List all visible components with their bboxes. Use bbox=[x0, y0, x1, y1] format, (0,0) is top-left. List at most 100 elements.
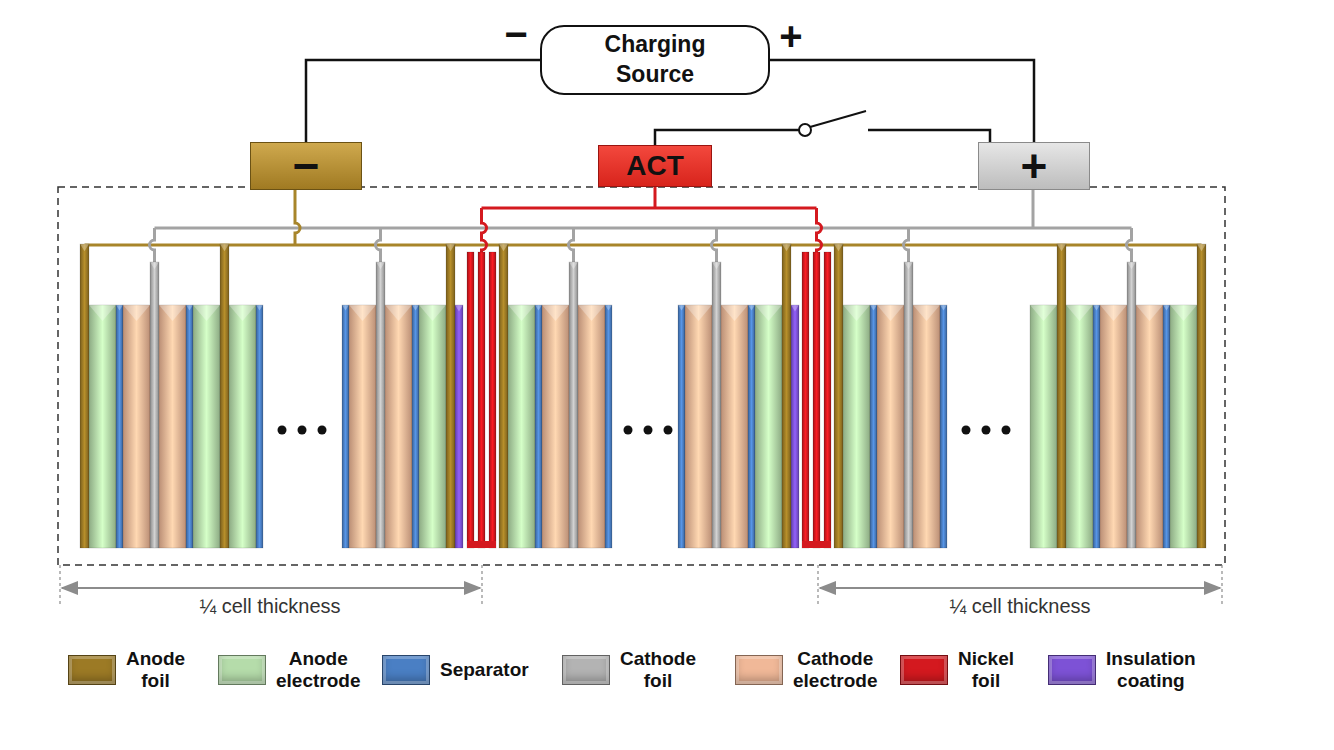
layer-bevel bbox=[535, 305, 542, 311]
cell-layer bbox=[569, 262, 578, 548]
layer-bevel bbox=[1170, 305, 1197, 321]
cell-layer bbox=[1057, 244, 1066, 548]
layer-bevel bbox=[685, 305, 712, 321]
legend-text: Nickel foil bbox=[958, 648, 1014, 692]
layer-bevel bbox=[1197, 244, 1206, 251]
cell-layer bbox=[1066, 305, 1093, 548]
nickel-strip bbox=[802, 252, 809, 548]
cell-layer bbox=[446, 244, 455, 548]
activation-lead bbox=[482, 208, 487, 254]
anode-bus bbox=[85, 244, 1202, 247]
layer-bevel bbox=[578, 305, 605, 321]
layer-bevel bbox=[123, 305, 150, 321]
layer-bevel bbox=[159, 305, 186, 321]
cell-layer bbox=[1030, 305, 1057, 548]
layer-bevel bbox=[229, 305, 256, 321]
node-text: + bbox=[1021, 146, 1048, 186]
cell-layer bbox=[1163, 305, 1170, 548]
layer-bevel bbox=[186, 305, 193, 311]
layer-bevel bbox=[385, 305, 412, 321]
dimension-arrow bbox=[62, 587, 480, 589]
legend-text: Anode electrode bbox=[276, 648, 360, 692]
cell-layer bbox=[834, 244, 843, 548]
dimension-guide bbox=[59, 565, 60, 607]
layer-bevel bbox=[1066, 305, 1093, 321]
dimension-label: ¼ cell thickness bbox=[199, 596, 340, 616]
layer-bevel bbox=[116, 305, 123, 311]
cell-layer bbox=[877, 305, 904, 548]
cell-layer bbox=[193, 305, 220, 548]
cell-layer bbox=[186, 305, 193, 548]
node-text: Charging Source bbox=[605, 30, 706, 90]
legend-swatch bbox=[68, 655, 116, 685]
layer-bevel bbox=[1030, 305, 1057, 321]
nickel-fold bbox=[467, 541, 496, 548]
legend-swatch bbox=[900, 655, 948, 685]
layer-bevel bbox=[791, 305, 799, 311]
polarity-sign: − bbox=[504, 14, 527, 54]
cathode-tab bbox=[904, 228, 909, 262]
activation-bus bbox=[482, 207, 817, 210]
layer-bevel bbox=[1057, 244, 1066, 251]
cell-layer bbox=[220, 244, 229, 548]
dimension-arrow bbox=[820, 587, 1220, 589]
cell-outline bbox=[58, 187, 1225, 565]
cell-layer bbox=[542, 305, 569, 548]
cell-layer bbox=[376, 262, 385, 548]
cell-layer bbox=[1136, 305, 1163, 548]
cell-layer bbox=[1093, 305, 1100, 548]
layer-bevel bbox=[193, 305, 220, 321]
switch-blade bbox=[810, 111, 866, 127]
layer-bevel bbox=[256, 305, 263, 311]
cell-layer bbox=[755, 305, 782, 548]
cell-layer bbox=[256, 305, 263, 548]
layer-bevel bbox=[904, 262, 913, 269]
cell-layer bbox=[904, 262, 913, 548]
cathode-tab bbox=[150, 228, 155, 262]
layer-bevel bbox=[542, 305, 569, 321]
cell-layer bbox=[123, 305, 150, 548]
legend-text: Cathode foil bbox=[620, 648, 696, 692]
layer-bevel bbox=[834, 244, 843, 251]
layer-bevel bbox=[80, 244, 89, 251]
cell-layer bbox=[385, 305, 412, 548]
ellipsis-dot bbox=[1002, 426, 1011, 435]
layer-bevel bbox=[721, 305, 748, 321]
cell-layer bbox=[349, 305, 376, 548]
layer-bevel bbox=[220, 244, 229, 251]
legend-swatch bbox=[382, 655, 430, 685]
legend-swatch bbox=[1048, 655, 1096, 685]
source-box: Charging Source bbox=[540, 25, 770, 95]
layer-bevel bbox=[508, 305, 535, 321]
legend-swatch bbox=[735, 655, 783, 685]
layer-bevel bbox=[748, 305, 755, 311]
cell-layer bbox=[748, 305, 755, 548]
anode-lead bbox=[295, 187, 300, 245]
layer-bevel bbox=[940, 305, 947, 311]
cell-layer bbox=[913, 305, 940, 548]
layer-bevel bbox=[1093, 305, 1100, 311]
cell-layer bbox=[499, 244, 508, 548]
cathode-tab bbox=[569, 228, 574, 262]
ellipsis-dot bbox=[664, 426, 673, 435]
cell-layer bbox=[150, 262, 159, 548]
cell-layer bbox=[412, 305, 419, 548]
layer-bevel bbox=[913, 305, 940, 321]
dimension-guide bbox=[817, 565, 818, 607]
layer-bevel bbox=[678, 305, 685, 311]
wire bbox=[306, 60, 540, 142]
legend-text: Separator bbox=[440, 659, 529, 681]
activation-lead bbox=[654, 187, 657, 208]
legend-text: Anode foil bbox=[126, 648, 185, 692]
layer-bevel bbox=[605, 305, 612, 311]
legend-text: Insulation coating bbox=[1106, 648, 1196, 692]
legend-swatch bbox=[562, 655, 610, 685]
ellipsis-dot bbox=[278, 426, 287, 435]
ellipsis-dot bbox=[644, 426, 653, 435]
ellipsis-dot bbox=[624, 426, 633, 435]
cell-layer bbox=[116, 305, 123, 548]
cell-layer bbox=[712, 262, 721, 548]
node-text: ACT bbox=[626, 151, 684, 182]
layer-bevel bbox=[499, 244, 508, 251]
